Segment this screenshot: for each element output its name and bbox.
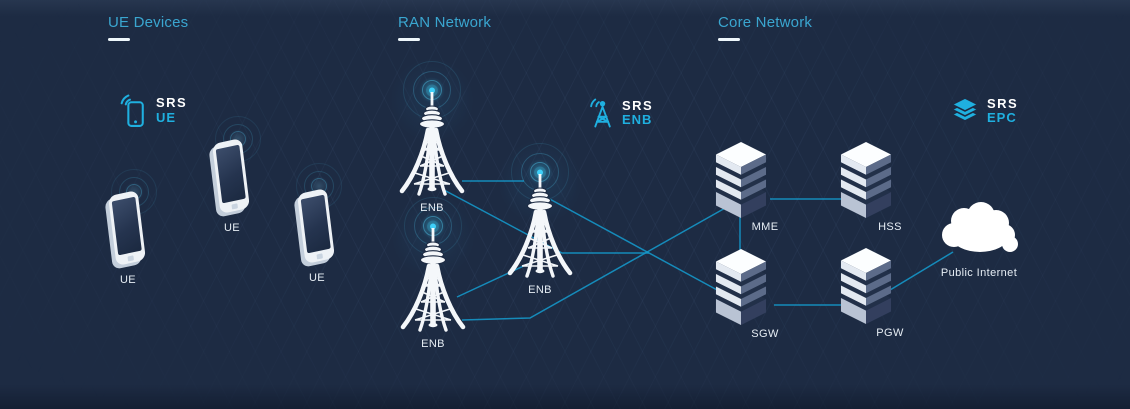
server-stack-icon [714,249,768,326]
logo-brand: SRS [156,95,188,111]
server-stack-icon [839,248,893,325]
node-label: HSS [878,221,902,233]
server-stack-icon [714,142,768,219]
srs-epc-logo: SRS EPC [950,96,1018,126]
node-sgw: SGW [714,249,778,340]
node-label: UE [308,272,326,284]
srs-ue-logo: SRS UE [118,93,187,128]
section-header-ue-devices: UE Devices [108,14,188,41]
node-label: ENB [421,338,445,350]
smartphone-icon [108,190,146,266]
node-pgw: PGW [839,248,903,339]
phone-signal-icon [120,94,144,127]
node-hss: HSS [839,142,902,233]
smartphone-icon [297,188,335,264]
logo-brand: SRS [987,95,1019,111]
node-ue-1: UE [106,190,150,286]
section-title: UE Devices [108,14,189,31]
cloud-icon [942,202,1018,252]
node-enb-1: ENB [394,84,470,214]
node-public-internet: Public Internet [936,196,1022,279]
node-label: MME [751,221,779,233]
section-header-core-network: Core Network [718,14,812,41]
logo-product: ENB [622,112,653,127]
node-label: ENB [420,202,444,214]
node-ue-3: UE [295,188,339,284]
logo-brand: SRS [622,97,654,113]
srs-enb-logo: SRS ENB [588,97,653,129]
logo-product: UE [156,109,177,125]
cell-tower-icon [395,220,471,338]
section-underline [398,38,420,41]
node-ue-2: UE [210,138,254,234]
logo-product: EPC [987,110,1017,125]
node-label: UE [223,222,241,234]
section-header-ran-network: RAN Network [398,14,491,41]
tower-signal-icon [590,98,611,128]
node-mme: MME [714,142,778,233]
section-title: Core Network [718,14,813,31]
section-underline [718,38,740,41]
node-label: PGW [876,327,904,339]
section-title: RAN Network [398,14,492,31]
node-label: Public Internet [940,267,1018,279]
node-label: UE [119,274,137,286]
cell-tower-icon [502,166,578,284]
server-stack-icon [839,142,893,219]
section-underline [108,38,130,41]
smartphone-icon [212,138,250,214]
node-enb-3: ENB [395,220,471,350]
layer-stack-icon [950,97,980,122]
node-label: ENB [528,284,552,296]
node-enb-2: ENB [502,166,578,296]
node-label: SGW [751,328,779,340]
cell-tower-icon [394,84,470,202]
